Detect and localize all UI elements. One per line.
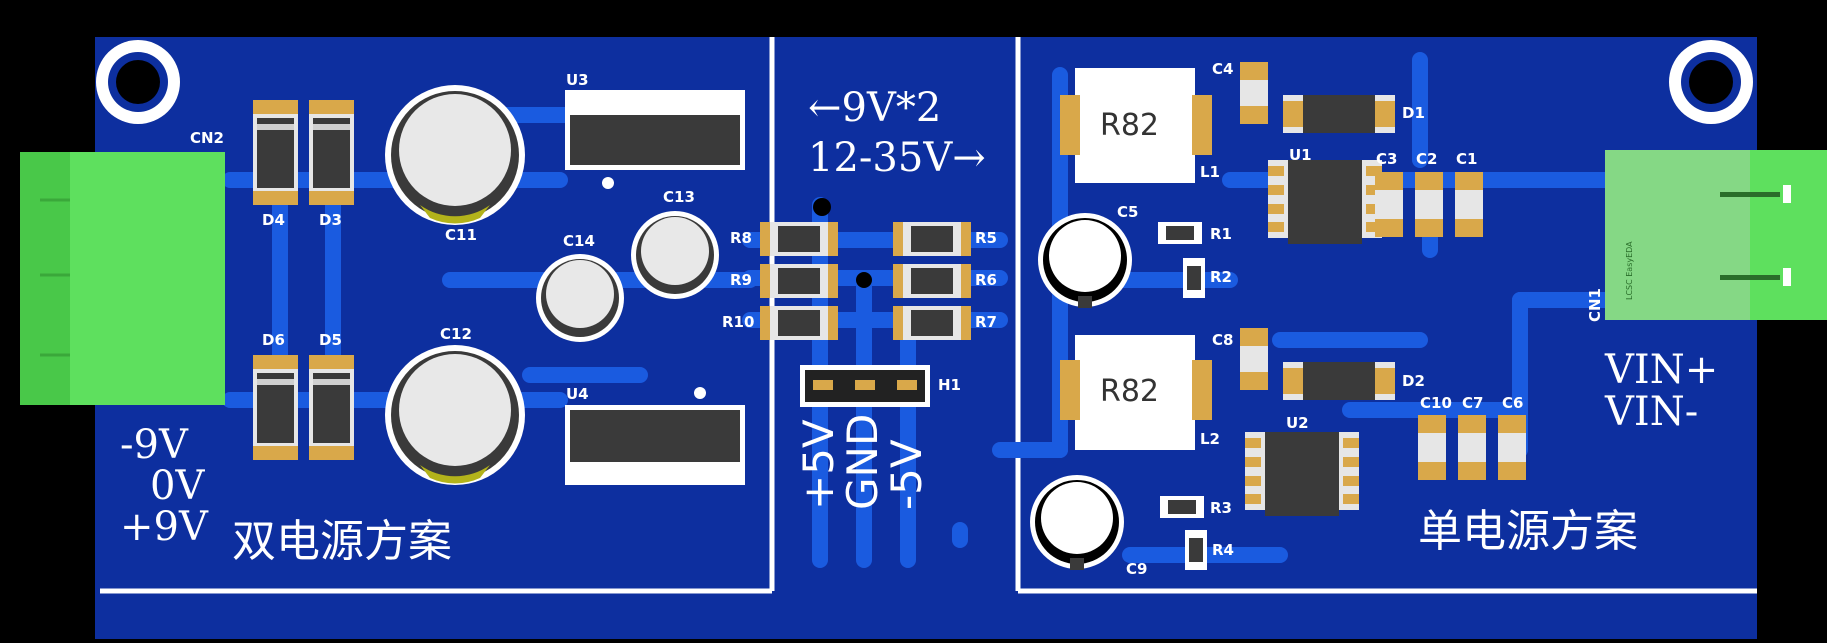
title-dual-supply: 双电源方案	[232, 516, 452, 567]
label-d1: D1	[1402, 104, 1425, 122]
header-h1	[800, 365, 930, 407]
pin-label-neg9v: -9V	[120, 422, 188, 468]
label-c8: C8	[1212, 331, 1234, 349]
label-c5: C5	[1117, 203, 1139, 221]
label-h1: H1	[938, 376, 961, 394]
capacitor-c14	[536, 254, 624, 342]
label-d3: D3	[319, 211, 342, 229]
inductor-l1-value: R82	[1100, 108, 1160, 143]
label-c4: C4	[1212, 60, 1234, 78]
header-pin-pos5v: +5V	[794, 419, 843, 510]
capacitor-c12	[385, 345, 525, 485]
label-cn1: CN1	[1586, 288, 1604, 322]
label-d4: D4	[262, 211, 285, 229]
via	[856, 272, 872, 288]
label-u4: U4	[566, 385, 589, 403]
label-r7: R7	[975, 313, 997, 331]
label-r4: R4	[1212, 541, 1234, 559]
label-r6: R6	[975, 271, 997, 289]
ic-u1	[1268, 160, 1382, 244]
label-c9: C9	[1126, 560, 1148, 578]
inductor-l2	[1060, 335, 1212, 450]
capacitor-c4	[1240, 62, 1268, 124]
resistor-array	[760, 222, 971, 340]
capacitor-c9	[1030, 475, 1124, 570]
connector-mark: LCSC EasyEDA	[1625, 241, 1634, 300]
capacitor-row-top	[1375, 172, 1483, 237]
regulator-u3	[565, 90, 745, 189]
capacitor-c8	[1240, 328, 1268, 390]
label-r10: R10	[722, 313, 755, 331]
diode-d6	[253, 355, 298, 460]
diode-d2	[1283, 362, 1395, 400]
via	[813, 198, 831, 216]
pin-label-pos9v: +9V	[120, 504, 208, 550]
resistors-small	[1158, 222, 1207, 570]
pin-label-vin-neg: VIN-	[1605, 389, 1699, 435]
arrow-right-label: 12-35V→	[808, 135, 986, 181]
label-c13: C13	[663, 188, 695, 206]
label-c3: C3	[1376, 150, 1398, 168]
label-r3: R3	[1210, 499, 1232, 517]
label-c11: C11	[445, 226, 477, 244]
label-l1: L1	[1200, 163, 1220, 181]
label-d2: D2	[1402, 372, 1425, 390]
label-c12: C12	[440, 325, 472, 343]
section-outline	[100, 37, 1757, 594]
label-r1: R1	[1210, 225, 1232, 243]
label-u2: U2	[1286, 414, 1309, 432]
diode-d1	[1283, 95, 1395, 133]
inductor-l2-value: R82	[1100, 374, 1160, 409]
label-c14: C14	[563, 232, 595, 250]
label-c2: C2	[1416, 150, 1438, 168]
pin-label-vin-pos: VIN+	[1605, 347, 1719, 393]
label-u3: U3	[566, 71, 589, 89]
header-pin-gnd: GND	[838, 413, 887, 510]
arrow-left-label: ←9V*2	[808, 85, 942, 131]
label-d6: D6	[262, 331, 285, 349]
capacitor-row-bottom	[1418, 415, 1526, 480]
label-r9: R9	[730, 271, 752, 289]
label-c7: C7	[1462, 394, 1484, 412]
ic-u2	[1245, 432, 1359, 516]
diode-d3	[309, 100, 354, 205]
title-single-supply: 单电源方案	[1418, 506, 1638, 557]
diode-d5	[309, 355, 354, 460]
label-r5: R5	[975, 229, 997, 247]
label-d5: D5	[319, 331, 342, 349]
capacitor-c11	[385, 85, 525, 225]
capacitor-c5	[1038, 213, 1132, 308]
mount-hole-left	[96, 40, 180, 124]
capacitor-c13	[631, 211, 719, 299]
label-cn2: CN2	[190, 129, 224, 147]
mount-hole-right	[1669, 40, 1753, 124]
label-u1: U1	[1289, 146, 1312, 164]
label-c6: C6	[1502, 394, 1524, 412]
label-c1: C1	[1456, 150, 1478, 168]
connector-cn1	[1605, 150, 1827, 320]
diode-d4	[253, 100, 298, 205]
inductor-l1	[1060, 68, 1212, 183]
label-r8: R8	[730, 229, 752, 247]
regulator-u4	[565, 387, 745, 485]
connector-cn2	[20, 152, 225, 405]
header-pin-neg5v: -5V	[882, 439, 931, 510]
label-c10: C10	[1420, 394, 1452, 412]
label-l2: L2	[1200, 430, 1220, 448]
label-r2: R2	[1210, 268, 1232, 286]
pin-label-0v: 0V	[150, 463, 205, 509]
